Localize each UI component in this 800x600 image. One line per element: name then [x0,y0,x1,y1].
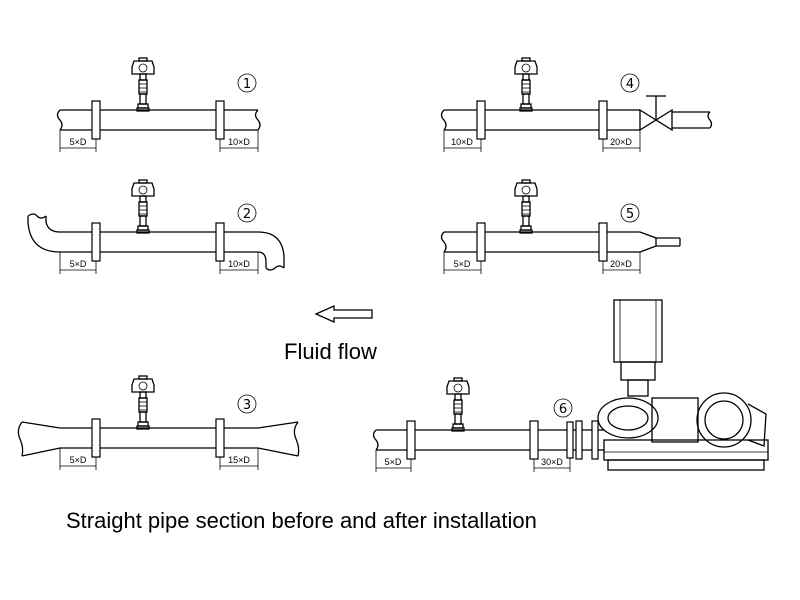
install-number-circle [620,73,640,93]
upstream-length: 5×D [70,137,87,147]
pipe [56,109,261,131]
flowmeter-icon [131,179,155,234]
flange [91,100,225,140]
downstream-length: 30×D [541,457,563,467]
dimension [443,252,641,274]
pipe [440,231,640,253]
downstream-length: 10×D [228,137,250,147]
install-number: 4 [626,77,634,92]
caption: Straight pipe section before and after i… [66,508,537,533]
dimension [59,252,259,274]
dimension [375,450,571,472]
flowmeter-icon [514,57,538,112]
install-number: 3 [243,398,251,413]
install-number-circle [553,398,573,418]
pump-icon [597,299,769,471]
dimension [59,130,259,152]
downstream-length: 10×D [228,259,250,269]
reducer-icon [639,231,681,253]
pipe [440,109,640,131]
downstream-length: 20×D [610,259,632,269]
install-5: 5×D 20×D 5 [440,179,681,274]
flange [91,222,225,262]
upstream-length: 5×D [70,259,87,269]
pipe [27,213,285,271]
install-6: 5×D 30×D 6 [372,299,769,472]
install-number: 1 [243,77,251,92]
valve-icon [639,95,713,132]
dimension [443,130,641,152]
flange [476,100,608,140]
flange [476,222,608,262]
dimension [59,448,259,470]
install-number-circle [620,203,640,223]
install-number: 6 [559,402,567,417]
install-4: 10×D 20×D 4 [440,57,713,152]
install-1: 5×D 10×D 1 [56,57,261,152]
flow-label: Fluid flow [284,339,377,364]
upstream-length: 5×D [70,455,87,465]
flowmeter-icon [131,375,155,430]
install-number: 5 [626,207,634,222]
upstream-length: 5×D [385,457,402,467]
install-number: 2 [243,207,251,222]
flowmeter-icon [514,179,538,234]
install-number-circle [237,394,257,414]
flowmeter-icon [446,377,470,432]
pipe [17,421,300,457]
upstream-length: 5×D [454,259,471,269]
flange [91,418,225,458]
install-number-circle [237,73,257,93]
downstream-length: 20×D [610,137,632,147]
flowmeter-icon [131,57,155,112]
upstream-length: 10×D [451,137,473,147]
install-3: 5×D 15×D 3 [17,375,300,470]
downstream-length: 15×D [228,455,250,465]
flange [406,420,599,460]
install-2: 5×D 10×D 2 [27,179,285,274]
install-number-circle [237,203,257,223]
flow-direction-arrow-icon [314,304,373,324]
